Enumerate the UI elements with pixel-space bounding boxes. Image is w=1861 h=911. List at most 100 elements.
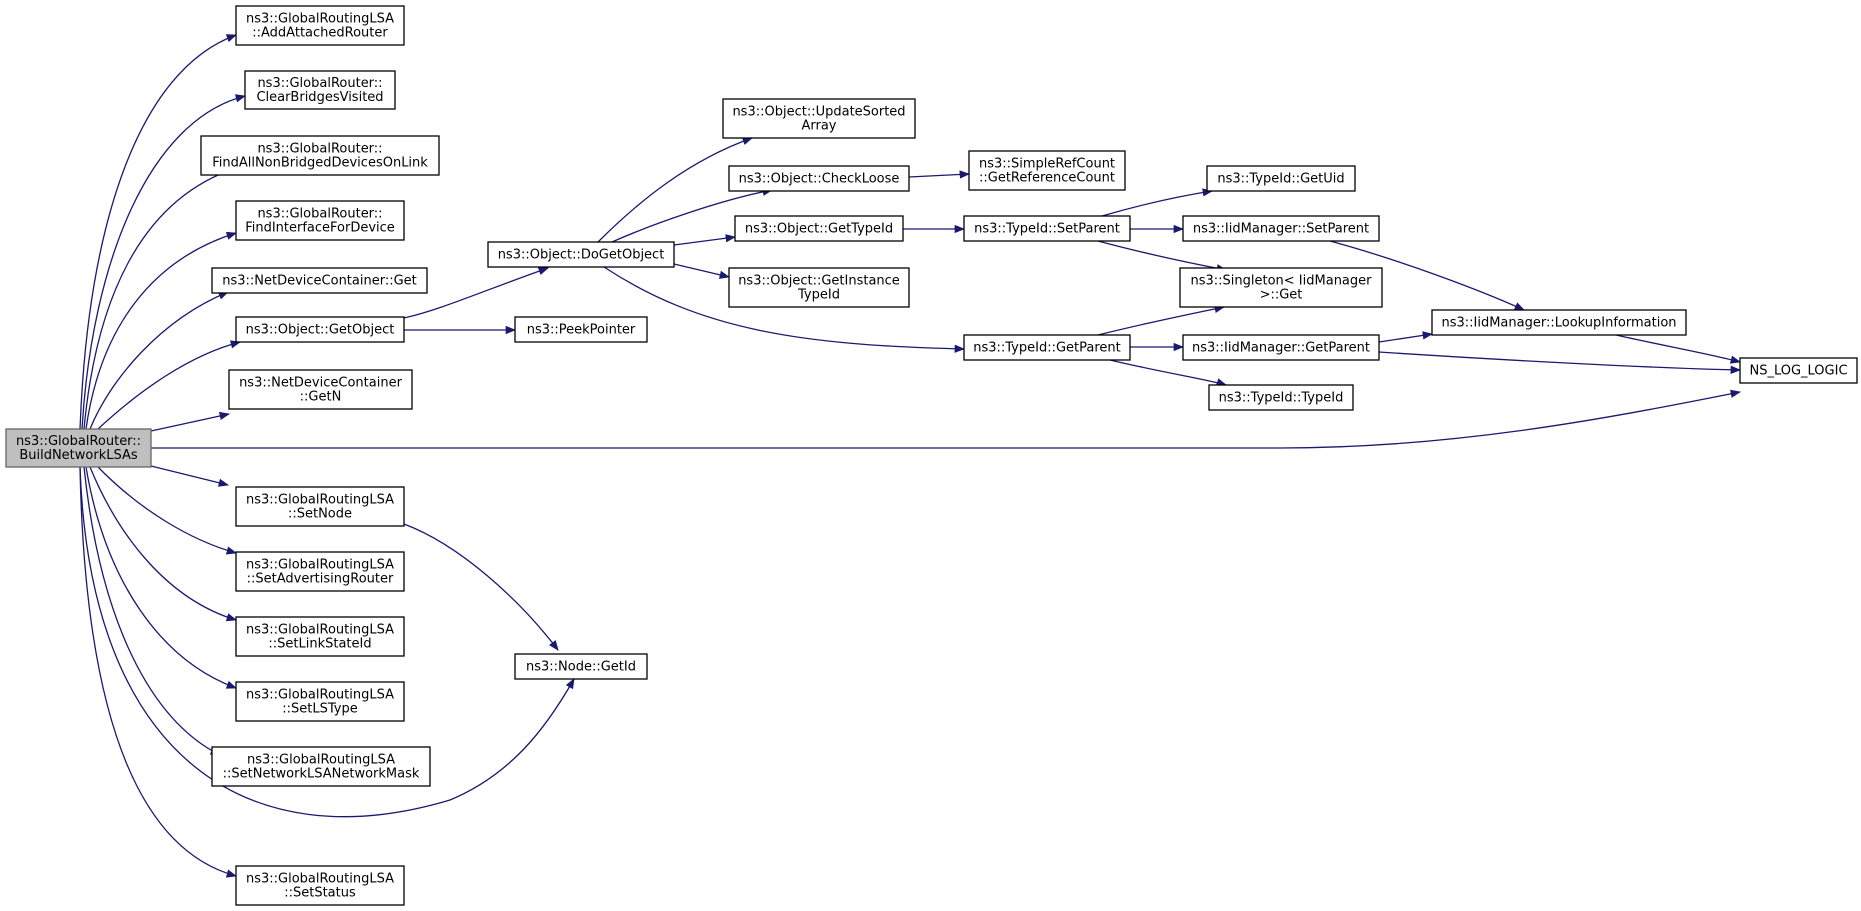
node-peekPointer[interactable]: ns3::PeekPointer bbox=[514, 316, 648, 343]
node-label: ns3::GlobalRouter:: bbox=[257, 76, 382, 91]
node-ndcGet[interactable]: ns3::NetDeviceContainer::Get bbox=[211, 267, 428, 294]
node-typeIdGetUid[interactable]: ns3::TypeId::GetUid bbox=[1206, 165, 1356, 192]
node-label: ns3::GlobalRouter:: bbox=[257, 142, 382, 157]
node-findInterface[interactable]: ns3::GlobalRouter::FindInterfaceForDevic… bbox=[235, 200, 405, 241]
edge-arrow bbox=[85, 231, 237, 430]
node-addAttachedRouter[interactable]: ns3::GlobalRoutingLSA::AddAttachedRouter bbox=[235, 5, 405, 46]
edge-iidGetParent-to-nsLogLogic bbox=[1378, 351, 1742, 374]
node-label: NS_LOG_LOGIC bbox=[1749, 364, 1847, 379]
node-box bbox=[244, 70, 396, 110]
edge-arrow bbox=[403, 267, 549, 319]
node-getObject[interactable]: ns3::Object::GetObject bbox=[235, 316, 405, 343]
node-label: ns3::IidManager::GetParent bbox=[1192, 341, 1370, 356]
edge-arrow bbox=[151, 389, 1742, 449]
node-label: ::SetLinkStateId bbox=[268, 637, 371, 652]
node-box bbox=[235, 551, 405, 592]
edge-arrow bbox=[1329, 240, 1525, 311]
node-setStatus[interactable]: ns3::GlobalRoutingLSA::SetStatus bbox=[235, 865, 405, 906]
node-label: ns3::TypeId::GetParent bbox=[973, 341, 1121, 356]
edge-doGetObject-to-checkLoose bbox=[611, 187, 774, 243]
node-setLinkStateId[interactable]: ns3::GlobalRoutingLSA::SetLinkStateId bbox=[235, 616, 405, 657]
edge-root-to-nsLogLogic bbox=[151, 389, 1742, 449]
node-lookupInfo[interactable]: ns3::IidManager::LookupInformation bbox=[1431, 309, 1687, 336]
edge-arrow bbox=[89, 291, 229, 430]
node-label: ::SetStatus bbox=[284, 886, 356, 901]
node-typeIdGetParent[interactable]: ns3::TypeId::GetParent bbox=[963, 334, 1131, 361]
edges bbox=[79, 34, 1742, 878]
edge-iidSetParent-to-lookupInfo bbox=[1329, 240, 1525, 311]
node-label: ns3::Node::GetId bbox=[526, 660, 636, 675]
node-singletonGet[interactable]: ns3::Singleton< IidManager>::Get bbox=[1179, 267, 1383, 308]
node-label: ns3::TypeId::GetUid bbox=[1217, 172, 1344, 187]
node-label: ns3::Object::DoGetObject bbox=[498, 248, 665, 263]
edge-typeIdGetParent-to-singletonGet bbox=[1097, 304, 1226, 336]
node-label: TypeId bbox=[797, 288, 840, 303]
node-iidGetParent[interactable]: ns3::IidManager::GetParent bbox=[1182, 334, 1380, 361]
node-label: ns3::GlobalRoutingLSA bbox=[246, 872, 394, 887]
edge-arrow bbox=[83, 466, 221, 756]
edge-typeIdSetParent-to-singletonGet bbox=[1097, 240, 1228, 273]
node-box bbox=[211, 267, 428, 294]
node-checkLoose[interactable]: ns3::Object::CheckLoose bbox=[728, 165, 910, 192]
node-label: ns3::GlobalRoutingLSA bbox=[246, 558, 394, 573]
edge-doGetObject-to-updateSorted bbox=[597, 137, 753, 243]
edge-doGetObject-to-typeIdGetParent bbox=[603, 266, 966, 353]
node-typeIdTypeId[interactable]: ns3::TypeId::TypeId bbox=[1208, 384, 1354, 411]
edge-root-to-setStatus bbox=[79, 466, 238, 878]
edge-root-to-setNetMask bbox=[83, 466, 221, 756]
node-nodeGetId[interactable]: ns3::Node::GetId bbox=[514, 653, 648, 680]
node-label: ns3::Object::GetInstance bbox=[738, 274, 900, 289]
node-label: ClearBridgesVisited bbox=[256, 90, 383, 105]
node-getRefCount[interactable]: ns3::SimpleRefCount::GetReferenceCount bbox=[968, 150, 1126, 191]
node-getTypeId[interactable]: ns3::Object::GetTypeId bbox=[734, 215, 904, 242]
node-box bbox=[211, 746, 431, 787]
node-typeIdSetParent[interactable]: ns3::TypeId::SetParent bbox=[963, 215, 1131, 242]
edge-arrow bbox=[673, 234, 737, 246]
node-label: ::SetNetworkLSANetworkMask bbox=[223, 767, 420, 782]
node-box bbox=[235, 616, 405, 657]
node-findAllNonBridged[interactable]: ns3::GlobalRouter::FindAllNonBridgedDevi… bbox=[200, 135, 440, 176]
edge-arrow bbox=[403, 523, 559, 651]
node-setLSType[interactable]: ns3::GlobalRoutingLSA::SetLSType bbox=[235, 681, 405, 722]
node-label: ns3::NetDeviceContainer::Get bbox=[222, 274, 417, 289]
node-box bbox=[235, 5, 405, 46]
node-setNetMask[interactable]: ns3::GlobalRoutingLSA::SetNetworkLSANetw… bbox=[211, 746, 431, 787]
node-label: ns3::GlobalRouter:: bbox=[257, 207, 382, 222]
edge-setNode-to-nodeGetId bbox=[403, 523, 559, 651]
node-label: Array bbox=[801, 119, 836, 134]
node-label: ns3::GlobalRoutingLSA bbox=[247, 753, 395, 768]
node-label: FindAllNonBridgedDevicesOnLink bbox=[212, 156, 428, 171]
node-label: ns3::GlobalRoutingLSA bbox=[246, 493, 394, 508]
node-box bbox=[728, 267, 910, 308]
node-setAdvRouter[interactable]: ns3::GlobalRoutingLSA::SetAdvertisingRou… bbox=[235, 551, 405, 592]
node-box bbox=[963, 334, 1131, 361]
node-label: ns3::GlobalRoutingLSA bbox=[246, 688, 394, 703]
node-label: ::SetNode bbox=[288, 507, 352, 522]
node-clearBridges[interactable]: ns3::GlobalRouter::ClearBridgesVisited bbox=[244, 70, 396, 110]
edge-root-to-setLinkStateId bbox=[89, 466, 237, 622]
node-setNode[interactable]: ns3::GlobalRoutingLSA::SetNode bbox=[235, 486, 405, 527]
node-box bbox=[1739, 357, 1858, 384]
node-doGetObject[interactable]: ns3::Object::DoGetObject bbox=[487, 241, 675, 268]
edge-arrow bbox=[83, 167, 237, 430]
edge-arrow bbox=[1378, 351, 1742, 374]
node-label: ns3::Object::CheckLoose bbox=[739, 172, 900, 187]
edge-arrow bbox=[611, 187, 774, 243]
edge-arrow bbox=[89, 466, 237, 622]
node-ndcGetN[interactable]: ns3::NetDeviceContainer::GetN bbox=[228, 369, 413, 410]
node-nsLogLogic[interactable]: NS_LOG_LOGIC bbox=[1739, 357, 1858, 384]
edge-arrow bbox=[79, 34, 237, 430]
node-label: ns3::Singleton< IidManager bbox=[1190, 274, 1372, 289]
edge-root-to-ndcGetN bbox=[150, 411, 231, 432]
node-iidSetParent[interactable]: ns3::IidManager::SetParent bbox=[1182, 215, 1380, 242]
edge-root-to-nodeGetId bbox=[79, 466, 575, 818]
node-label: ns3::Object::UpdateSorted bbox=[732, 105, 905, 120]
node-box bbox=[235, 681, 405, 722]
node-root[interactable]: ns3::GlobalRouter::BuildNetworkLSAs bbox=[5, 428, 152, 468]
edge-root-to-getObject bbox=[97, 340, 242, 430]
edge-root-to-findInterface bbox=[85, 231, 237, 430]
edge-typeIdSetParent-to-typeIdGetUid bbox=[1101, 188, 1214, 217]
node-box bbox=[235, 316, 405, 343]
